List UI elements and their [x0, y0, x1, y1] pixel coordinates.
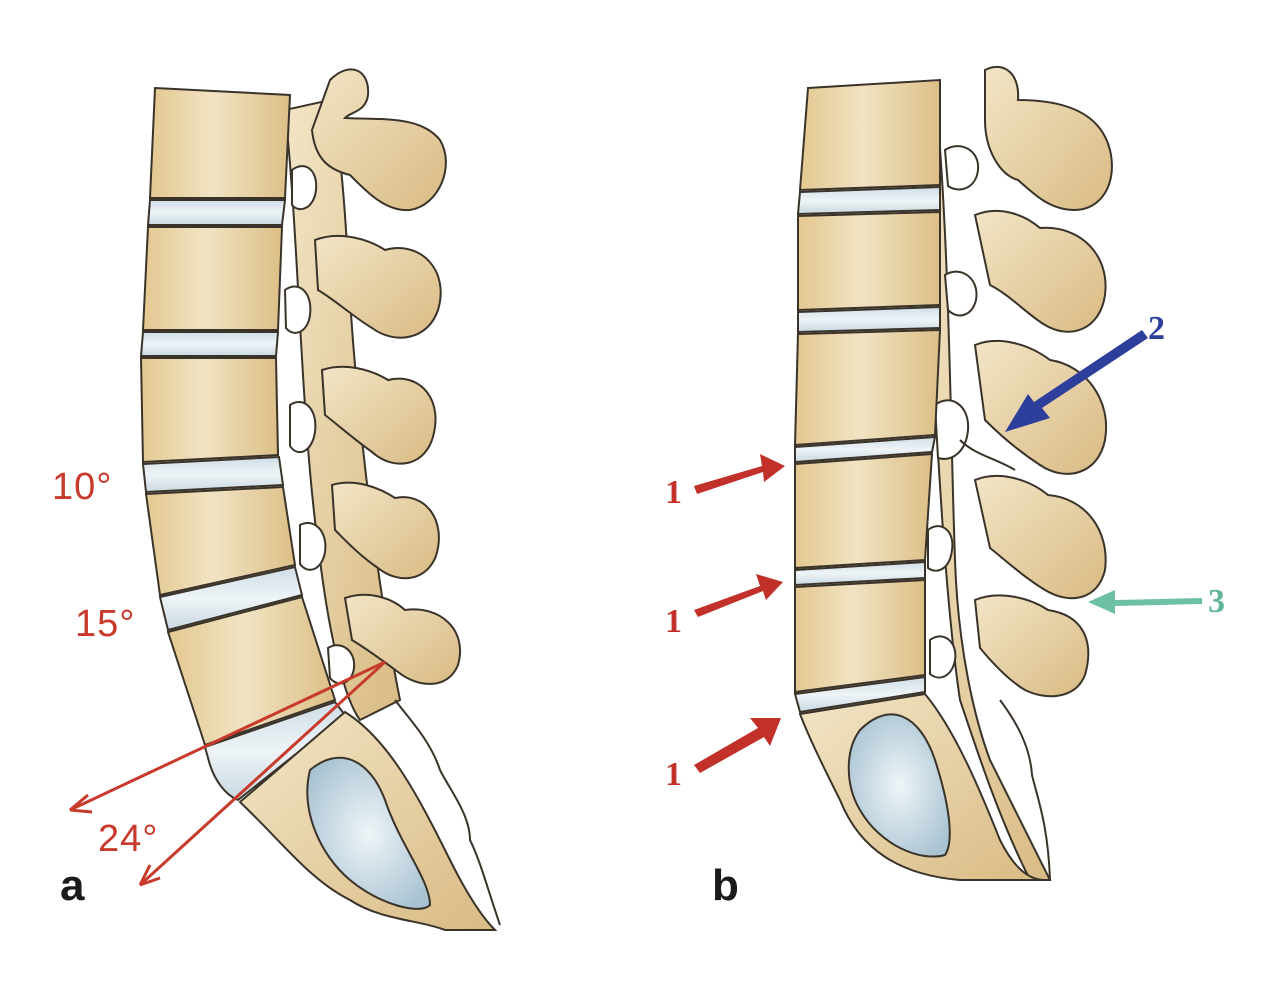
panel-b-vertebra-L2 [797, 210, 941, 312]
panel-b-foramen-4 [927, 525, 954, 572]
panel-a-spine [139, 68, 501, 931]
panel-a-spinous-process-3 [320, 365, 437, 465]
angle-label-24: 24° [98, 818, 159, 860]
blue-arrow [1005, 330, 1148, 432]
panel-a-vertebra-L1 [148, 86, 292, 199]
panel-b-disc-4 [794, 560, 926, 587]
panel-a-disc-4 [158, 565, 304, 632]
panel-label-b: b [712, 861, 739, 910]
panel-b-vertebra-L3 [793, 328, 942, 447]
panel-b-disc-1 [796, 185, 941, 216]
marker-1-lower: 1 [665, 756, 682, 793]
arrowhead-2 [138, 864, 161, 887]
panel-a-vertebra-L2 [141, 226, 284, 331]
panel-b-arrows [694, 330, 1202, 773]
panel-a-angle-lines [69, 660, 387, 887]
panel-a-vertebra-L4 [144, 485, 297, 597]
panel-a-foramen-2 [283, 285, 312, 334]
panel-a-disc-3 [141, 455, 285, 494]
panel-b-foramen-1 [943, 145, 980, 191]
panel-a-foramen-5 [326, 644, 356, 685]
panel-label-a: a [60, 861, 85, 910]
panel-b-spinous-process-1 [984, 65, 1113, 212]
panel-b-spondylolysis-line [959, 439, 1016, 471]
angle-label-10: 10° [52, 466, 113, 508]
panel-b-foramen-3 [933, 399, 970, 460]
marker-2: 2 [1148, 310, 1165, 347]
panel-b-foramen-5 [929, 635, 957, 679]
red-arrow-2 [694, 574, 783, 617]
panel-b-vertebra-L1 [798, 78, 941, 192]
panel-b-vertebra-L4 [794, 452, 934, 570]
panel-a-disc-2 [139, 331, 280, 357]
red-arrow-3 [694, 718, 781, 773]
marker-3: 3 [1208, 583, 1225, 620]
panel-b-sacral-crest [999, 699, 1051, 881]
panel-a-foramen-3 [289, 401, 317, 454]
panel-b-disc-3 [794, 435, 937, 464]
panel-b-spine [793, 65, 1113, 881]
panel-b-disc-2 [797, 305, 941, 334]
panel-a-spinous-process-1 [310, 68, 447, 212]
panel-a-sacral-crest [394, 699, 501, 926]
panel-a-disc-1 [146, 199, 287, 226]
green-arrow [1088, 590, 1202, 614]
panel-a-spinous-process-2 [313, 234, 442, 339]
panel-a-vertebra-L3 [139, 357, 280, 464]
panel-b-sacral-surface [847, 713, 951, 858]
panel-a-spinous-process-4 [330, 481, 440, 580]
marker-1-upper: 1 [665, 474, 682, 511]
panel-b-vertebra-L5 [794, 578, 926, 694]
angle-line-2 [138, 660, 387, 887]
panel-a-vertebra-L5 [166, 595, 337, 747]
panel-b-spinous-process-5 [973, 594, 1090, 698]
angle-label-15: 15° [75, 603, 136, 645]
marker-1-middle: 1 [665, 603, 682, 640]
red-arrow-1 [694, 454, 785, 494]
panel-a-sacral-surface [306, 756, 432, 910]
panel-b-foramen-2 [943, 270, 978, 317]
panel-a-foramen-1 [291, 165, 318, 210]
arrowhead-1 [69, 793, 93, 814]
panel-b-spinous-process-4 [973, 474, 1107, 600]
panel-b-spinous-process-2 [973, 210, 1107, 333]
angle-line-1 [69, 660, 386, 812]
panel-b-disc-5 [793, 675, 926, 714]
panel-a-foramen-4 [299, 522, 327, 571]
